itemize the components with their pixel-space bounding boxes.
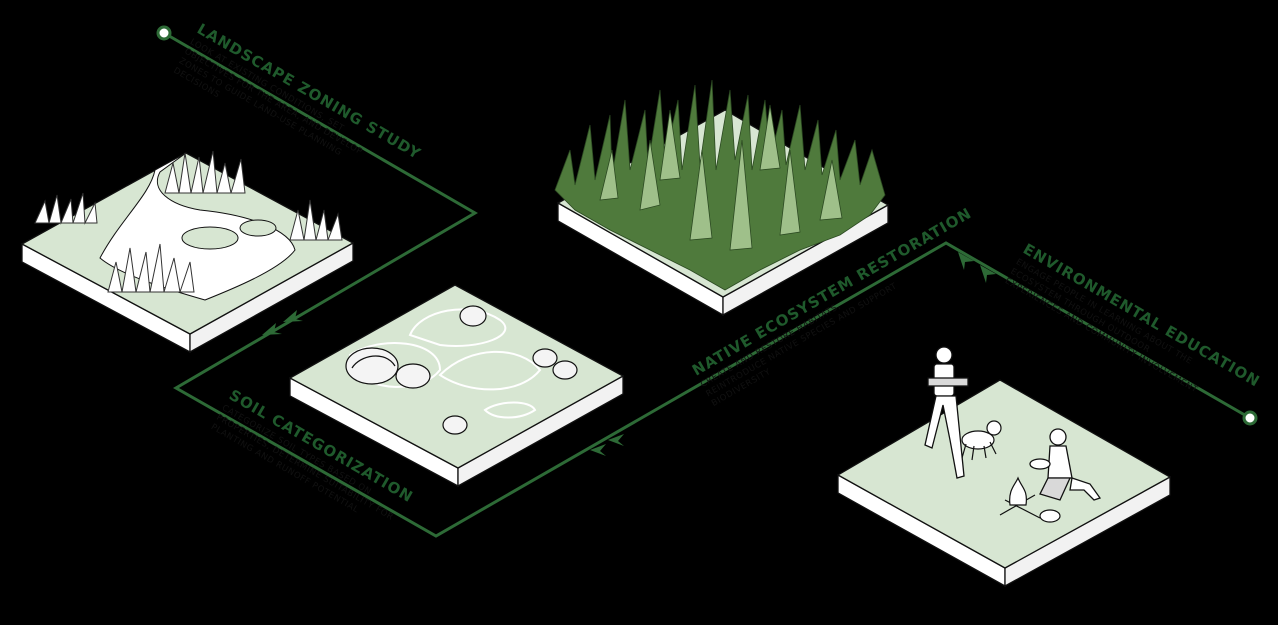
grass-icon — [289, 199, 343, 241]
arrow-icon — [283, 310, 303, 322]
dog-icon — [961, 420, 1002, 461]
rock-icon — [532, 348, 558, 368]
start-node-icon — [156, 25, 172, 41]
arrow-icon — [608, 434, 624, 446]
tile-soil — [288, 284, 625, 488]
tile-ecosystem — [554, 79, 890, 317]
rock-icon — [395, 363, 431, 389]
pond-icon — [239, 219, 277, 237]
grass-icon — [34, 192, 98, 225]
rock-icon — [442, 415, 468, 435]
tile-education — [836, 346, 1172, 588]
end-node-icon — [1242, 410, 1258, 426]
arrow-icon — [980, 265, 996, 283]
grass-icon — [107, 243, 195, 293]
campfire-icon — [999, 476, 1061, 523]
tile-landscape-zoning — [20, 150, 355, 354]
process-route — [156, 25, 1258, 538]
pond-icon — [181, 226, 239, 250]
rock-icon — [459, 305, 487, 327]
grass-icon — [554, 79, 886, 291]
arrow-icon — [262, 323, 282, 335]
person-icon — [924, 346, 969, 479]
person-icon — [1029, 428, 1102, 501]
grass-icon — [164, 150, 246, 194]
arrow-icon — [958, 252, 974, 270]
arrow-icon — [590, 444, 606, 456]
rock-icon — [552, 360, 578, 380]
